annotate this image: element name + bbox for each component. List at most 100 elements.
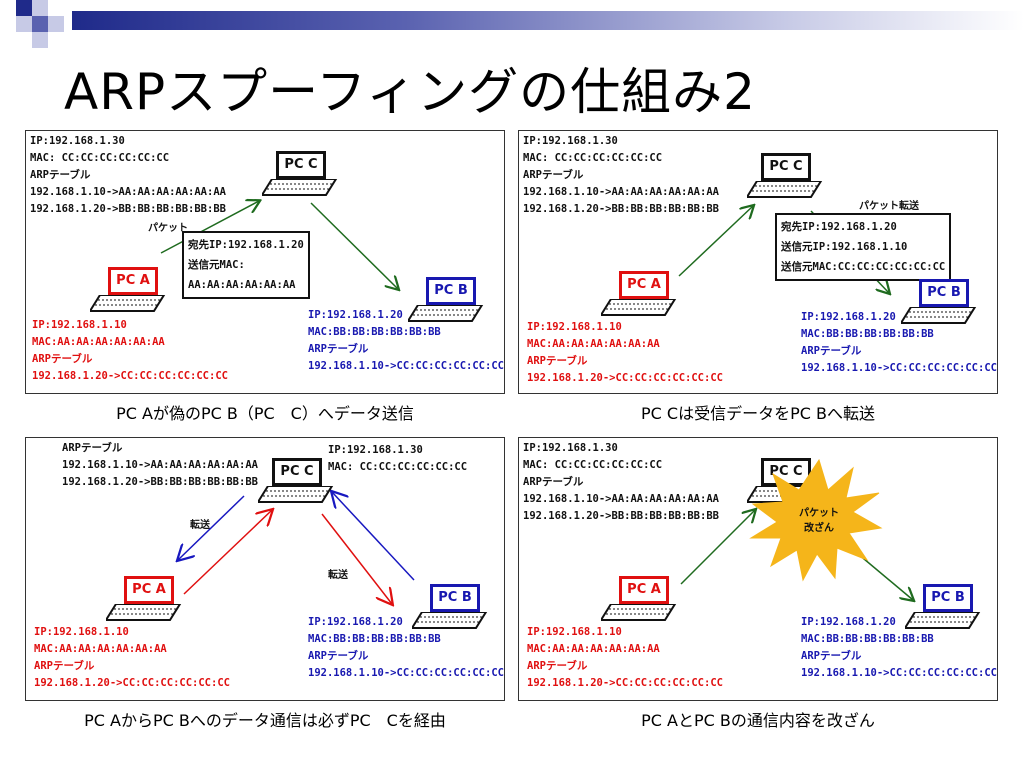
pc-a-mac: MAC:AA:AA:AA:AA:AA:AA	[527, 338, 660, 350]
pc-b-ip: IP:192.168.1.20	[801, 616, 896, 628]
pc-a-arp-row: 192.168.1.20->CC:CC:CC:CC:CC:CC	[527, 677, 723, 689]
pc-c-info: IP:192.168.1.30 MAC: CC:CC:CC:CC:CC:CC A…	[523, 133, 719, 218]
pc-c-arp-title: ARPテーブル	[523, 169, 584, 181]
pc-b-ip: IP:192.168.1.20	[308, 309, 403, 321]
deco-square-6	[48, 16, 64, 32]
pc-c-info: IP:192.168.1.30 MAC: CC:CC:CC:CC:CC:CC A…	[30, 133, 226, 218]
burst-line: 改ざん	[804, 523, 834, 534]
pc-a-arp-row: 192.168.1.20->CC:CC:CC:CC:CC:CC	[34, 677, 230, 689]
laptop-icon: PC A	[619, 271, 669, 299]
packet-transfer-label: パケット転送	[859, 201, 919, 212]
pc-b-mac: MAC:BB:BB:BB:BB:BB:BB	[308, 633, 441, 645]
arrow-a-to-c	[160, 201, 259, 254]
pc-c-ip: IP:192.168.1.30	[523, 135, 618, 147]
header-gradient-bar	[72, 11, 1024, 30]
pc-c-arp-row: 192.168.1.10->AA:AA:AA:AA:AA:AA	[62, 459, 258, 471]
arrow-a-to-c	[678, 206, 753, 277]
pc-a-ip: IP:192.168.1.10	[527, 321, 622, 333]
pc-b-mac: MAC:BB:BB:BB:BB:BB:BB	[801, 328, 934, 340]
pc-a-arp-title: ARPテーブル	[32, 353, 93, 365]
pc-b-arp-row: 192.168.1.10->CC:CC:CC:CC:CC:CC	[308, 667, 504, 679]
pc-c-arp-info: ARPテーブル 192.168.1.10->AA:AA:AA:AA:AA:AA …	[62, 440, 258, 491]
pc-a-arp-title: ARPテーブル	[527, 660, 588, 672]
pc-c-mac: MAC: CC:CC:CC:CC:CC:CC	[523, 459, 663, 471]
pc-c-arp-row: 192.168.1.20->BB:BB:BB:BB:BB:BB	[30, 203, 226, 215]
pc-b-info: IP:192.168.1.20 MAC:BB:BB:BB:BB:BB:BB AR…	[308, 614, 504, 682]
pc-b-arp-title: ARPテーブル	[308, 343, 369, 355]
packet-line: 送信元MAC:CC:CC:CC:CC:CC:CC	[781, 261, 946, 273]
pc-b-info: IP:192.168.1.20 MAC:BB:BB:BB:BB:BB:BB AR…	[801, 614, 997, 682]
packet-line: 送信元MAC:	[188, 259, 245, 271]
pc-b-arp-row: 192.168.1.10->CC:CC:CC:CC:CC:CC	[801, 362, 997, 374]
deco-square-4	[16, 16, 32, 32]
packet-box: 宛先IP:192.168.1.20 送信元MAC: AA:AA:AA:AA:AA…	[182, 231, 310, 299]
pc-c-info: IP:192.168.1.30 MAC: CC:CC:CC:CC:CC:CC A…	[523, 440, 719, 525]
pc-c-mac: MAC: CC:CC:CC:CC:CC:CC	[523, 152, 663, 164]
pc-a-arp-row: 192.168.1.20->CC:CC:CC:CC:CC:CC	[527, 372, 723, 384]
pc-a-info: IP:192.168.1.10 MAC:AA:AA:AA:AA:AA:AA AR…	[527, 319, 723, 387]
keyboard-icon	[412, 612, 488, 629]
pc-a-mac: MAC:AA:AA:AA:AA:AA:AA	[527, 643, 660, 655]
pc-b-ip: IP:192.168.1.20	[801, 311, 896, 323]
packet-box: 宛先IP:192.168.1.20 送信元IP:192.168.1.10 送信元…	[775, 213, 952, 281]
panel-1-caption: PC Aが偽のPC B（PC C）へデータ送信	[116, 404, 414, 423]
pc-c-arp-row: 192.168.1.20->BB:BB:BB:BB:BB:BB	[523, 203, 719, 215]
packet-line: 宛先IP:192.168.1.20	[781, 221, 897, 233]
panel-4-caption: PC AとPC Bの通信内容を改ざん	[641, 711, 875, 730]
burst-line: パケット	[799, 508, 839, 519]
arrow-c-to-b-red	[321, 513, 392, 604]
pc-b-info: IP:192.168.1.20 MAC:BB:BB:BB:BB:BB:BB AR…	[308, 307, 504, 375]
pc-b-arp-row: 192.168.1.10->CC:CC:CC:CC:CC:CC	[308, 360, 504, 372]
pc-b-arp-title: ARPテーブル	[801, 650, 862, 662]
pc-a-info: IP:192.168.1.10 MAC:AA:AA:AA:AA:AA:AA AR…	[34, 624, 230, 692]
laptop-icon: PC A	[619, 576, 669, 604]
pc-c-arp-title: ARPテーブル	[523, 476, 584, 488]
pc-c-ip: IP:192.168.1.30	[523, 442, 618, 454]
arrow-a-to-c	[680, 510, 755, 585]
laptop-icon: PC B	[919, 279, 969, 307]
keyboard-icon	[106, 604, 182, 621]
keyboard-icon	[408, 305, 484, 322]
pc-a-info: IP:192.168.1.10 MAC:AA:AA:AA:AA:AA:AA AR…	[32, 317, 228, 385]
keyboard-icon	[262, 179, 338, 196]
transfer-label-right: 転送	[328, 570, 348, 581]
laptop-icon: PC B	[430, 584, 480, 612]
keyboard-icon	[905, 612, 981, 629]
panel-2: IP:192.168.1.30 MAC: CC:CC:CC:CC:CC:CC A…	[518, 130, 998, 394]
pc-b-arp-title: ARPテーブル	[308, 650, 369, 662]
laptop-icon: PC B	[426, 277, 476, 305]
pc-a-arp-title: ARPテーブル	[527, 355, 588, 367]
arrow-c-to-a-blue	[178, 495, 245, 560]
panel-3-caption: PC AからPC Bへのデータ通信は必ずPC Cを経由	[84, 711, 446, 730]
pc-c-ip: IP:192.168.1.30	[328, 444, 423, 456]
pc-c-mac: MAC: CC:CC:CC:CC:CC:CC	[30, 152, 170, 164]
laptop-icon: PC C	[272, 458, 322, 486]
pc-a-ip: IP:192.168.1.10	[34, 626, 129, 638]
pc-b-ip: IP:192.168.1.20	[308, 616, 403, 628]
deco-square-7	[32, 32, 48, 48]
keyboard-icon	[90, 295, 166, 312]
pc-a-info: IP:192.168.1.10 MAC:AA:AA:AA:AA:AA:AA AR…	[527, 624, 723, 692]
laptop-icon: PC A	[124, 576, 174, 604]
pc-b-mac: MAC:BB:BB:BB:BB:BB:BB	[308, 326, 441, 338]
pc-c-address-info: IP:192.168.1.30 MAC: CC:CC:CC:CC:CC:CC	[328, 442, 467, 476]
pc-c-arp-title: ARPテーブル	[62, 442, 123, 454]
pc-c-arp-row: 192.168.1.10->AA:AA:AA:AA:AA:AA	[523, 186, 719, 198]
pc-a-ip: IP:192.168.1.10	[32, 319, 127, 331]
keyboard-icon	[901, 307, 977, 324]
pc-c-ip: IP:192.168.1.30	[30, 135, 125, 147]
pc-a-arp-title: ARPテーブル	[34, 660, 95, 672]
panel-1-arrows	[160, 131, 504, 393]
pc-a-ip: IP:192.168.1.10	[527, 626, 622, 638]
keyboard-icon	[258, 486, 334, 503]
deco-square-3	[48, 0, 64, 16]
pc-a-mac: MAC:AA:AA:AA:AA:AA:AA	[34, 643, 167, 655]
pc-c-arp-title: ARPテーブル	[30, 169, 91, 181]
pc-b-arp-row: 192.168.1.10->CC:CC:CC:CC:CC:CC	[801, 667, 997, 679]
panel-3: ARPテーブル 192.168.1.10->AA:AA:AA:AA:AA:AA …	[25, 437, 505, 701]
packet-line: 送信元IP:192.168.1.10	[781, 241, 908, 253]
pc-b-arp-title: ARPテーブル	[801, 345, 862, 357]
deco-square-2	[32, 0, 48, 16]
keyboard-icon	[601, 299, 677, 316]
keyboard-icon	[747, 181, 823, 198]
